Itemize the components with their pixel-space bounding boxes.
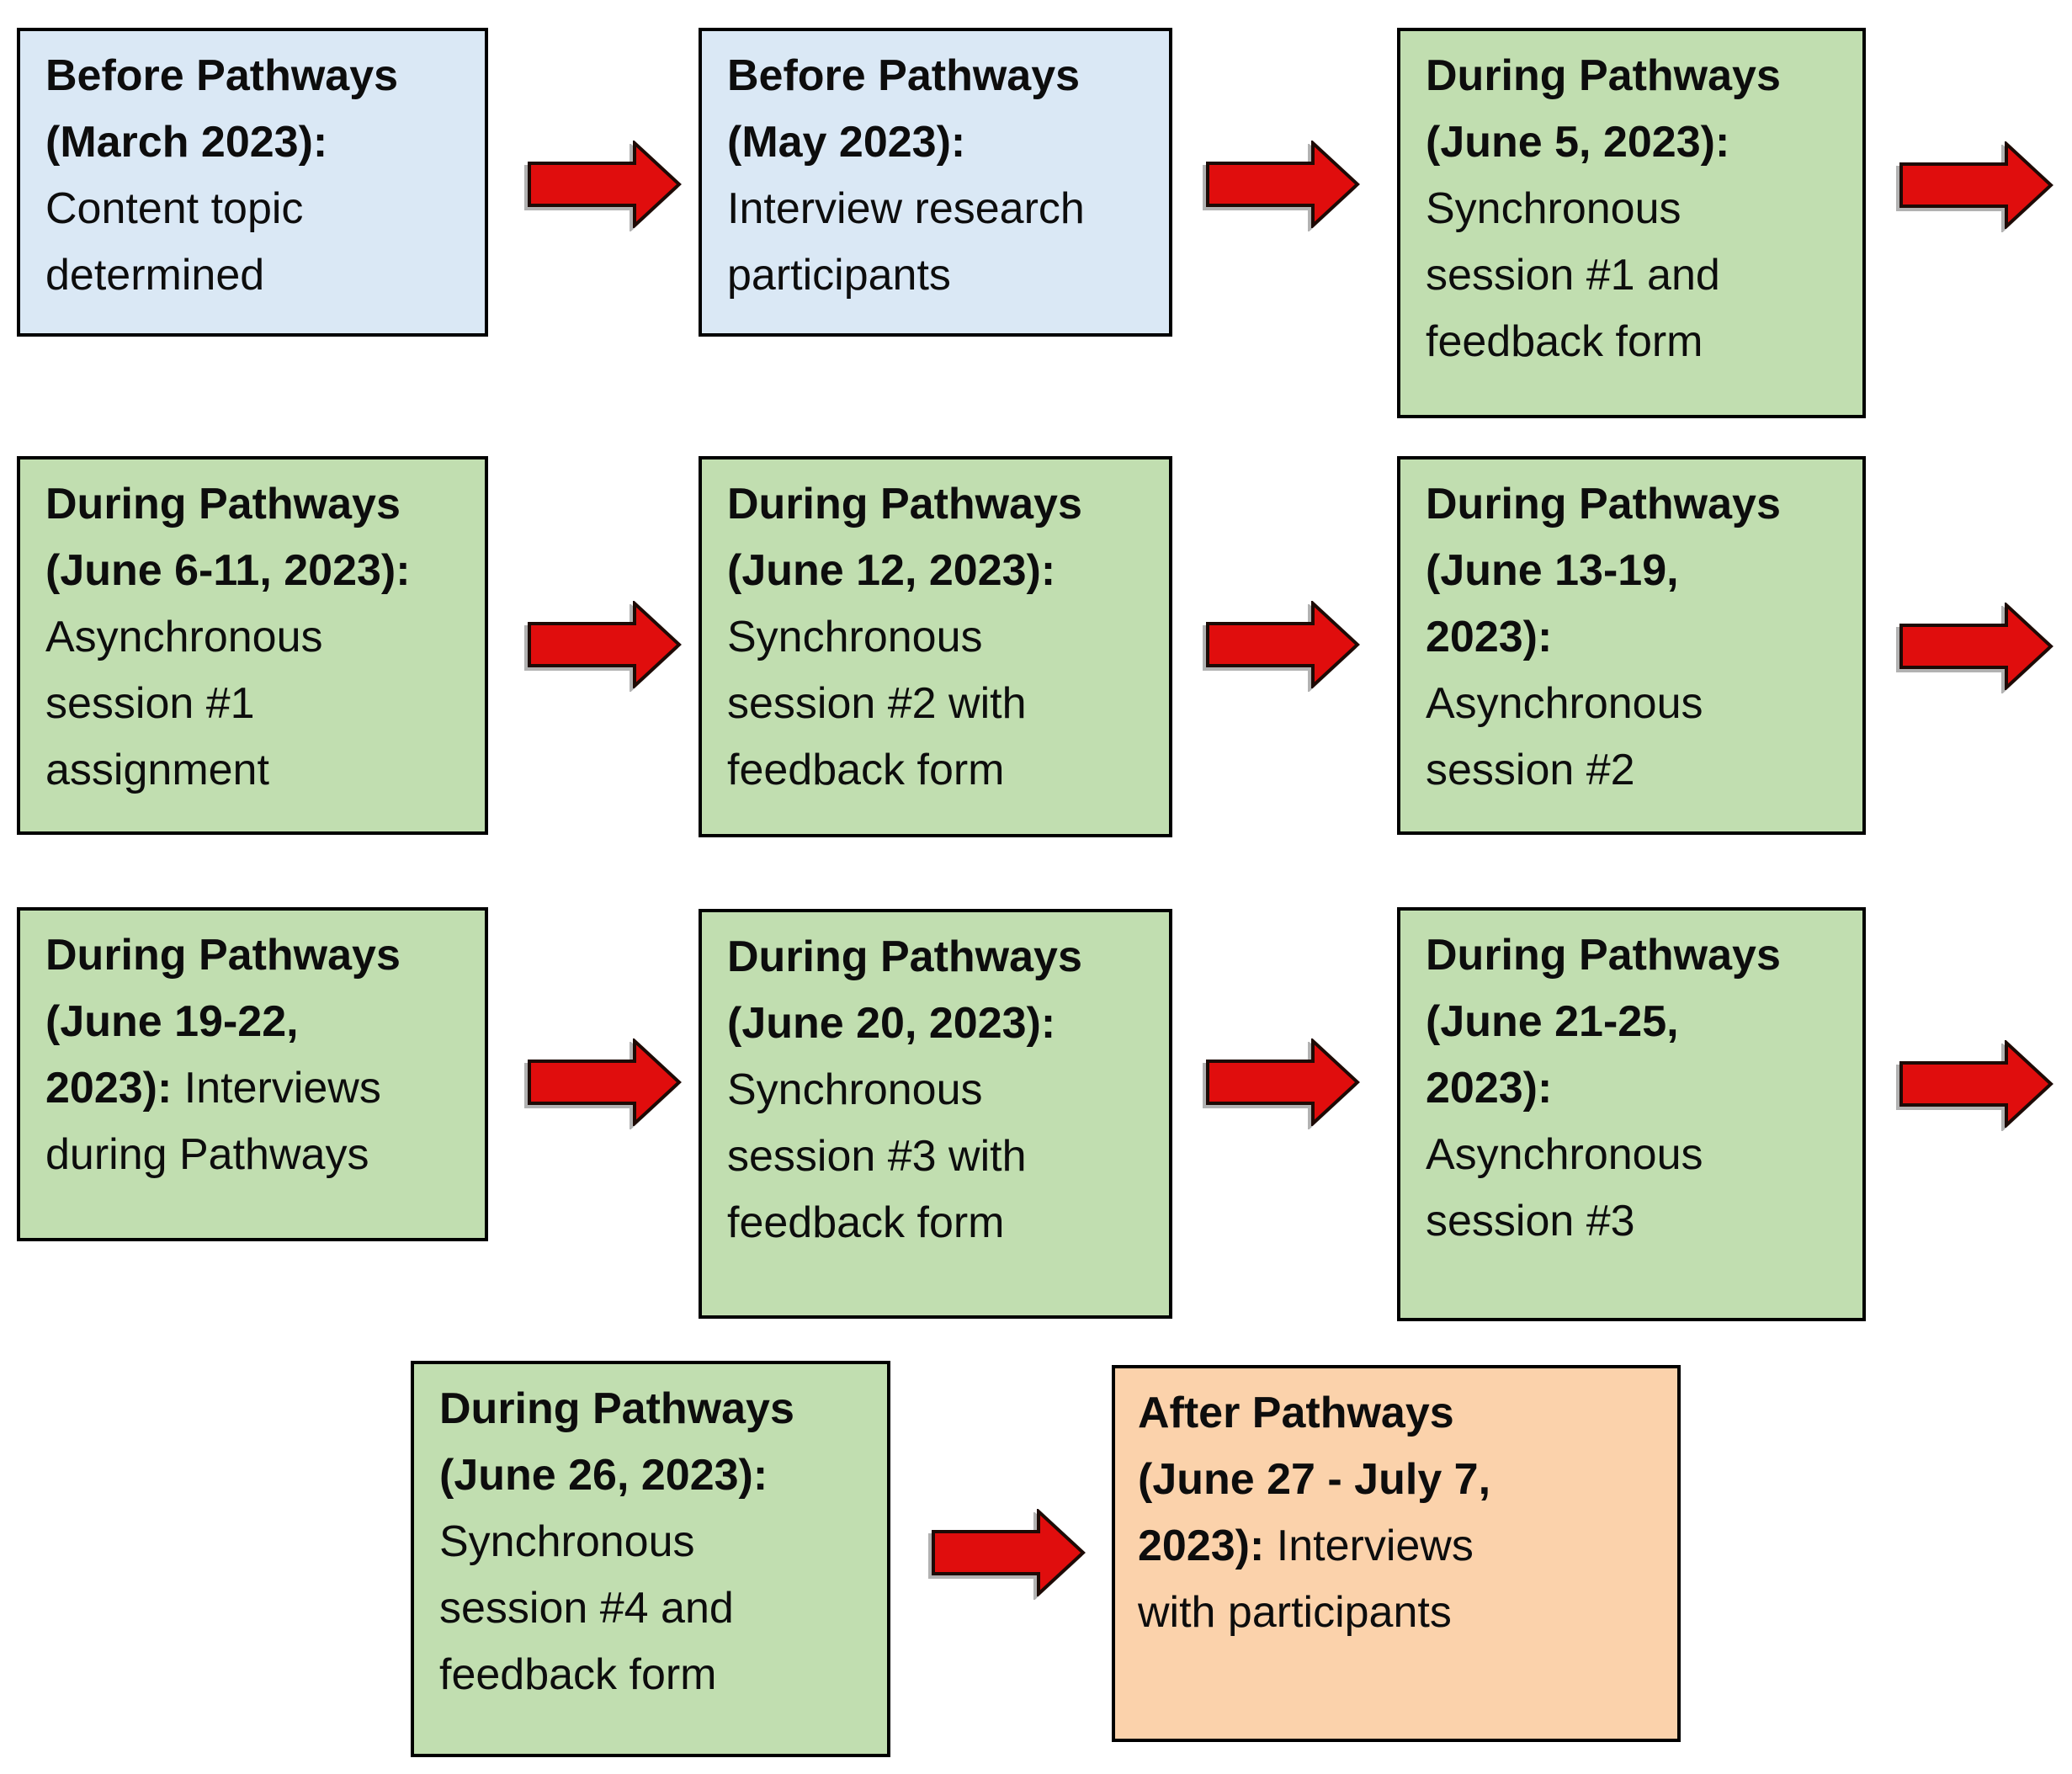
step-box-6: During Pathways (June 13-19, 2023): Asyn… [1397,456,1866,835]
step-description: Synchronous session #1 and feedback form [1426,184,1720,366]
step-title: During Pathways (June 13-19, 2023): [1426,480,1781,661]
step-title: During Pathways (June 6-11, 2023): [45,480,411,595]
step-box-4: During Pathways (June 6-11, 2023): Async… [17,456,488,835]
step-box-8: During Pathways (June 20, 2023): Synchro… [699,909,1172,1319]
step-title: During Pathways (June 21-25, 2023): [1426,931,1781,1113]
right-block-arrow-icon [528,1038,682,1126]
step-description: Asynchronous session #3 [1426,1130,1703,1246]
right-block-arrow-icon [932,1509,1086,1596]
right-block-arrow-icon [1899,1040,2053,1128]
step-description: Asynchronous session #1 assignment [45,613,323,794]
step-title: During Pathways (June 26, 2023): [439,1384,794,1500]
right-block-arrow-icon [1899,141,2053,229]
step-text: After Pathways (June 27 - July 7, 2023):… [1138,1380,1533,1646]
step-text: During Pathways (June 6-11, 2023): Async… [45,471,424,804]
step-description: Interviews during Pathways [45,1064,381,1179]
step-box-3: During Pathways (June 5, 2023): Synchron… [1397,28,1866,418]
step-description: Synchronous session #2 with feedback for… [727,613,1027,794]
step-title: During Pathways (June 5, 2023): [1426,51,1781,167]
step-title: Before Pathways (May 2023): [727,51,1081,167]
step-title: Before Pathways (March 2023): [45,51,399,167]
step-title: During Pathways (June 19-22, 2023): [45,931,401,1113]
step-text: Before Pathways (March 2023): Content to… [45,43,424,309]
step-text: Before Pathways (May 2023): Interview re… [727,43,1106,309]
right-block-arrow-icon [528,141,682,228]
step-title: During Pathways (June 12, 2023): [727,480,1082,595]
step-box-5: During Pathways (June 12, 2023): Synchro… [699,456,1172,837]
step-text: During Pathways (June 12, 2023): Synchro… [727,471,1106,804]
step-title: During Pathways (June 20, 2023): [727,932,1082,1048]
right-block-arrow-icon [1899,603,2053,690]
step-description: Synchronous session #3 with feedback for… [727,1065,1027,1247]
step-box-9: During Pathways (June 21-25, 2023): Asyn… [1397,907,1866,1321]
step-title: After Pathways (June 27 - July 7, 2023): [1138,1389,1491,1570]
step-text: During Pathways (June 5, 2023): Synchron… [1426,43,1804,375]
right-block-arrow-icon [1206,601,1360,688]
step-description: Synchronous session #4 and feedback form [439,1517,734,1699]
step-description: Interview research participants [727,184,1085,300]
step-text: During Pathways (June 21-25, 2023): Asyn… [1426,922,1804,1255]
step-box-2: Before Pathways (May 2023): Interview re… [699,28,1172,337]
step-description: Interviews with participants [1138,1522,1474,1637]
step-box-10: During Pathways (June 26, 2023): Synchro… [411,1361,890,1757]
step-text: During Pathways (June 20, 2023): Synchro… [727,924,1106,1256]
step-text: During Pathways (June 13-19, 2023): Asyn… [1426,471,1804,804]
step-box-1: Before Pathways (March 2023): Content to… [17,28,488,337]
step-description: Content topic determined [45,184,304,300]
step-box-11: After Pathways (June 27 - July 7, 2023):… [1112,1365,1681,1742]
right-block-arrow-icon [528,601,682,688]
right-block-arrow-icon [1206,141,1360,228]
right-block-arrow-icon [1206,1038,1360,1126]
step-box-7: During Pathways (June 19-22, 2023): Inte… [17,907,488,1241]
step-description: Asynchronous session #2 [1426,679,1703,794]
step-text: During Pathways (June 19-22, 2023): Inte… [45,922,424,1188]
step-text: During Pathways (June 26, 2023): Synchro… [439,1376,818,1708]
